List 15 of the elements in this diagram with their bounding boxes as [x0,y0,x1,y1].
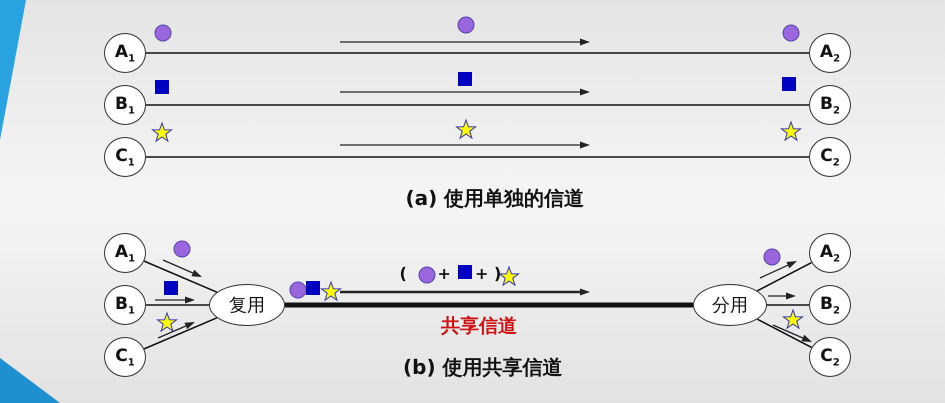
channel-line [285,302,693,308]
connector-line [756,318,812,348]
connector-line [144,317,218,350]
caption: (a) 使用单独的信道 [406,186,584,210]
operator-text: + [438,264,451,284]
connector-line [146,52,809,54]
connector-line [144,260,218,293]
connector-line [756,262,812,292]
connector-line [146,156,809,158]
connector-line [146,104,809,106]
bracket-text: ( [400,264,407,284]
operator-text: + ) [475,264,502,284]
connector-line [146,304,209,306]
edge-label: 共享信道 [441,314,517,339]
caption: (b) 使用共享信道 [403,355,563,379]
